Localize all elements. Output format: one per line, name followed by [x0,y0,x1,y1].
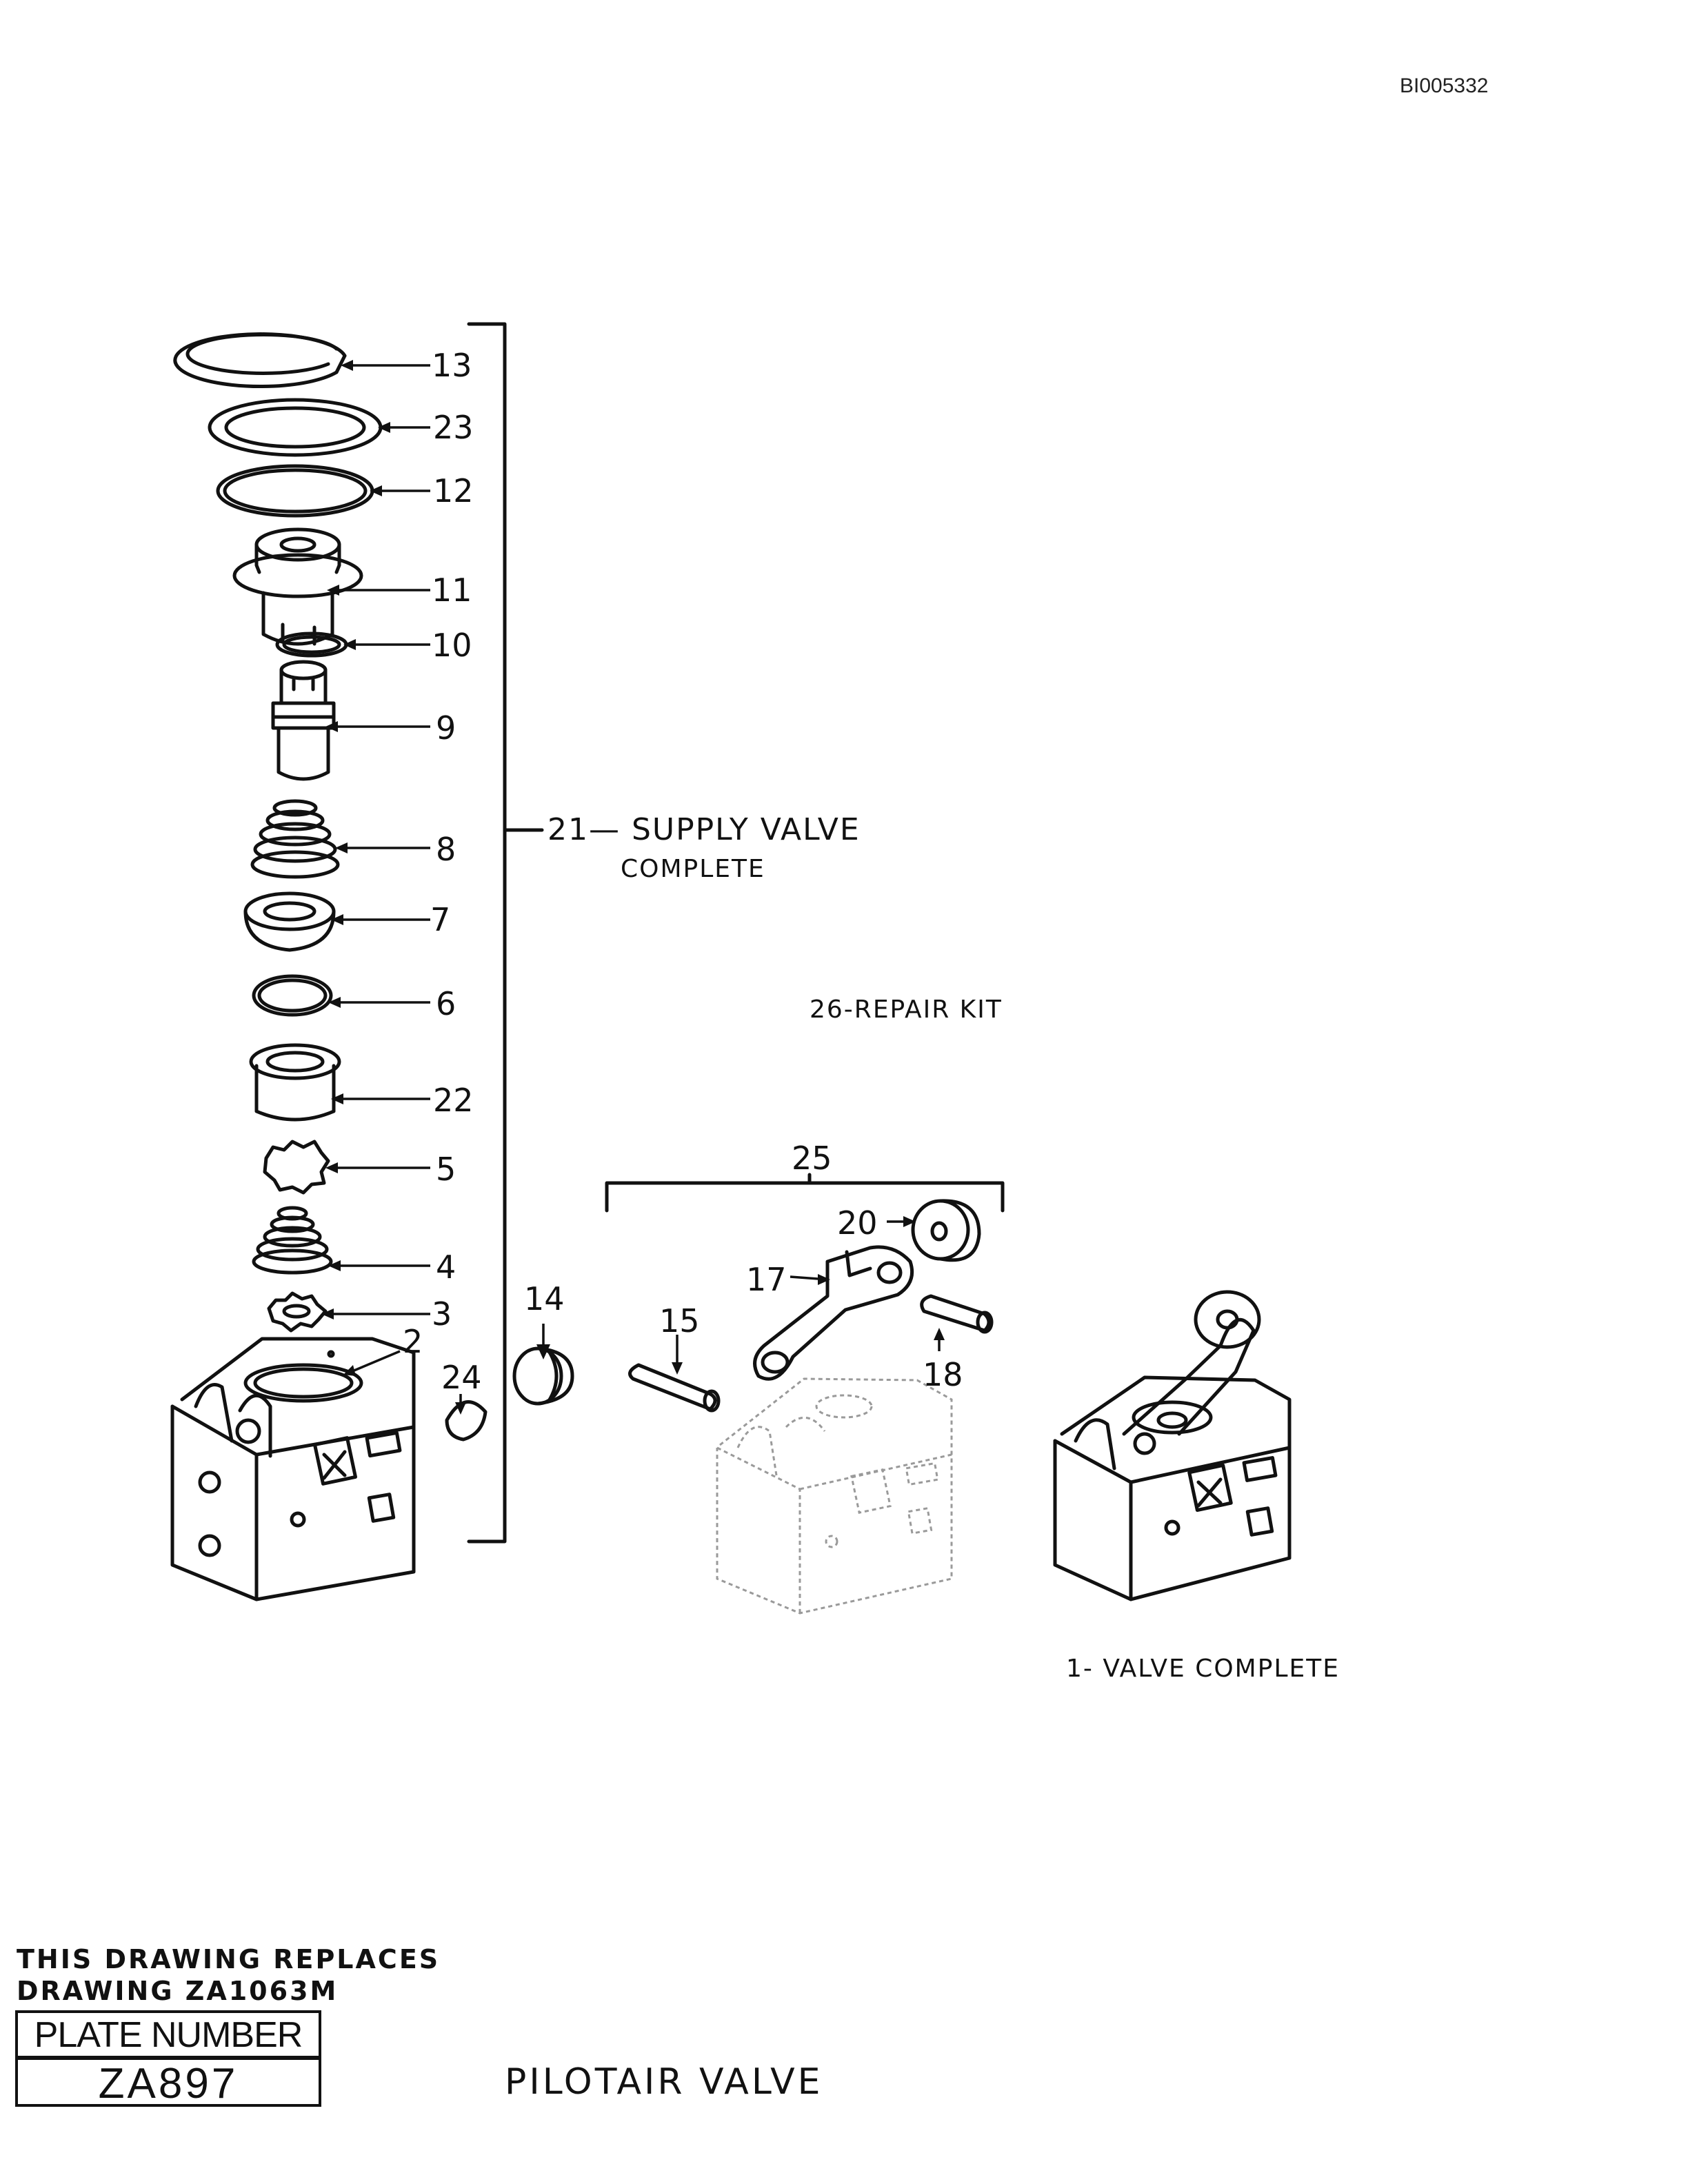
callout-22: 22 [433,1082,474,1119]
valve-complete-label: 1- VALVE COMPLETE [1066,1655,1340,1683]
callout-12: 12 [433,472,474,509]
valve-cap-part [232,527,363,646]
callout-4: 4 [436,1248,456,1286]
callout-6: 6 [436,985,456,1022]
callout-13: 13 [432,347,472,384]
callout-3: 3 [432,1295,452,1333]
supply-valve-complete-label: COMPLETE [621,855,765,883]
callout-14: 14 [524,1280,565,1317]
assembly-labels: 21— SUPPLY VALVE COMPLETE 26-REPAIR KIT … [547,812,1340,1683]
drawing-title: PILOTAIR VALVE [505,2061,823,2103]
callout-17: 17 [746,1261,787,1298]
callout-8: 8 [436,831,456,868]
retaining-ring-part [173,332,347,389]
repair-kit-bracket [605,1173,1005,1213]
valve-seat-part [243,891,336,952]
bushing-part [249,1043,341,1122]
star-nut-part [263,1140,330,1195]
spring-part-8 [250,799,340,879]
callout-5: 5 [436,1151,456,1188]
callout-numbers: 13 23 12 11 10 9 8 7 6 22 5 4 3 2 24 14 … [403,347,963,1396]
callout-7: 7 [430,901,450,938]
callout-25: 25 [792,1140,832,1177]
bushing-part-14 [512,1346,574,1406]
callout-23: 23 [433,409,474,446]
supply-valve-label: 21— SUPPLY VALVE [547,812,861,847]
roller-part [911,1199,981,1262]
repair-kit-label: 26-REPAIR KIT [810,995,1003,1024]
ghost-valve-body [716,1377,953,1615]
plug-part-24 [445,1400,488,1442]
valve-complete-assembly [1053,1290,1292,1601]
callout-11: 11 [432,572,472,609]
plate-number-value: ZA897 [15,2057,321,2107]
replaces-note-line2: DRAWING ZA1063M [17,1976,339,2006]
replaces-note-line1: THIS DRAWING REPLACES [17,1944,441,1974]
callout-10: 10 [432,627,472,664]
plate-number-label: PLATE NUMBER [15,2010,321,2059]
supply-valve-bracket [467,322,544,1544]
o-ring-part-12 [216,464,374,518]
callout-9: 9 [436,709,456,747]
callout-24: 24 [441,1359,482,1396]
callout-20: 20 [837,1204,878,1242]
o-ring-part-6 [252,974,333,1017]
callout-18: 18 [923,1356,963,1393]
pin-part-15 [628,1363,721,1413]
lock-washer-part [267,1291,328,1333]
plunger-part [271,660,336,781]
valve-body-part [170,1337,416,1601]
washer-part [208,398,383,457]
pin-part-18 [920,1294,994,1334]
callout-2: 2 [403,1323,423,1360]
spring-part-4 [252,1206,333,1275]
callout-15: 15 [659,1302,700,1339]
lever-arm-part [753,1245,914,1381]
leader-arrowheads [321,360,945,1415]
document-id: BI005332 [1400,74,1489,97]
